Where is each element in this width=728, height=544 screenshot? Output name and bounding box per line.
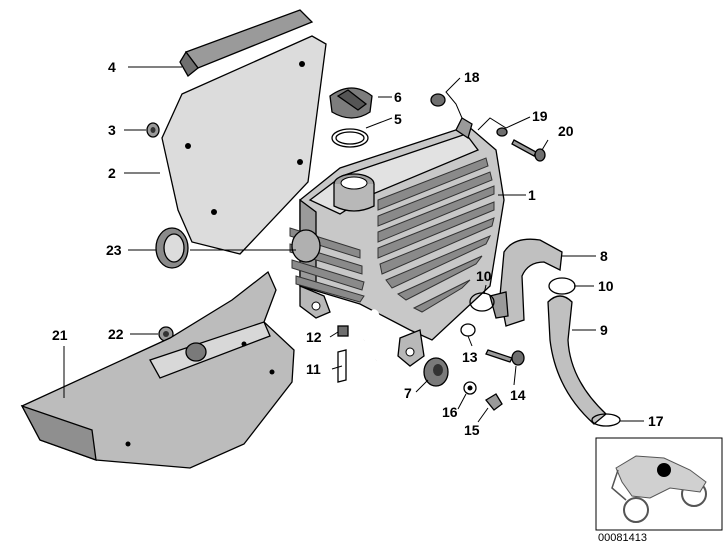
part-spacer <box>430 93 446 107</box>
part-filler-cap <box>329 87 373 119</box>
callout-17: 17 <box>648 413 664 429</box>
callout-5: 5 <box>394 111 402 127</box>
part-clamp-10a <box>469 292 495 312</box>
callout-18: 18 <box>464 69 480 85</box>
callout-1: 1 <box>528 187 536 203</box>
part-lower-fairing <box>20 270 295 469</box>
callout-3: 3 <box>108 122 116 138</box>
callout-14: 14 <box>510 387 526 403</box>
callout-7: 7 <box>404 385 412 401</box>
part-edge-strip <box>179 9 314 77</box>
part-seal-ring <box>331 128 369 148</box>
callout-20: 20 <box>558 123 574 139</box>
part-hose-lower <box>547 295 607 425</box>
callout-11: 11 <box>306 361 321 377</box>
callout-22: 22 <box>108 326 124 342</box>
callout-labels: 4 3 2 6 5 18 19 20 1 23 8 10 10 9 21 22 … <box>52 59 664 438</box>
part-bolt-20 <box>511 139 546 162</box>
callout-8: 8 <box>600 248 608 264</box>
callout-2: 2 <box>108 165 116 181</box>
callout-21: 21 <box>52 327 68 343</box>
part-rubber-mount <box>423 357 449 387</box>
callout-6: 6 <box>394 89 402 105</box>
callout-19: 19 <box>532 108 548 124</box>
leader-lines <box>63 66 644 423</box>
part-washer-19 <box>496 127 508 137</box>
part-washer-16 <box>463 381 477 395</box>
callout-12: 12 <box>306 329 322 345</box>
locator-highlight-dot <box>657 463 671 477</box>
diagram-code: 00081413 <box>598 532 647 544</box>
part-grommet-large <box>155 227 189 269</box>
part-oring-13 <box>460 323 476 337</box>
callout-9: 9 <box>600 322 608 338</box>
part-clamp-10b <box>548 277 576 295</box>
part-clip-12 <box>337 325 349 337</box>
part-hose-upper <box>489 238 563 327</box>
part-cover-plate <box>161 35 327 255</box>
motorcycle-locator-thumbnail <box>595 437 723 531</box>
callout-16: 16 <box>442 404 458 420</box>
callout-13: 13 <box>462 349 478 365</box>
part-grommet-small <box>146 122 160 138</box>
callout-15: 15 <box>464 422 480 438</box>
part-oil-cooler <box>289 117 505 367</box>
part-nut-15 <box>485 393 503 411</box>
part-grommet-22 <box>158 326 174 342</box>
part-clamp-17 <box>591 413 621 427</box>
callout-10-left: 10 <box>476 268 492 284</box>
part-bent-pipe <box>337 309 381 383</box>
callout-10-right: 10 <box>598 278 614 294</box>
callout-23: 23 <box>106 242 122 258</box>
callout-4: 4 <box>108 59 116 75</box>
part-bolt-14 <box>485 349 525 366</box>
